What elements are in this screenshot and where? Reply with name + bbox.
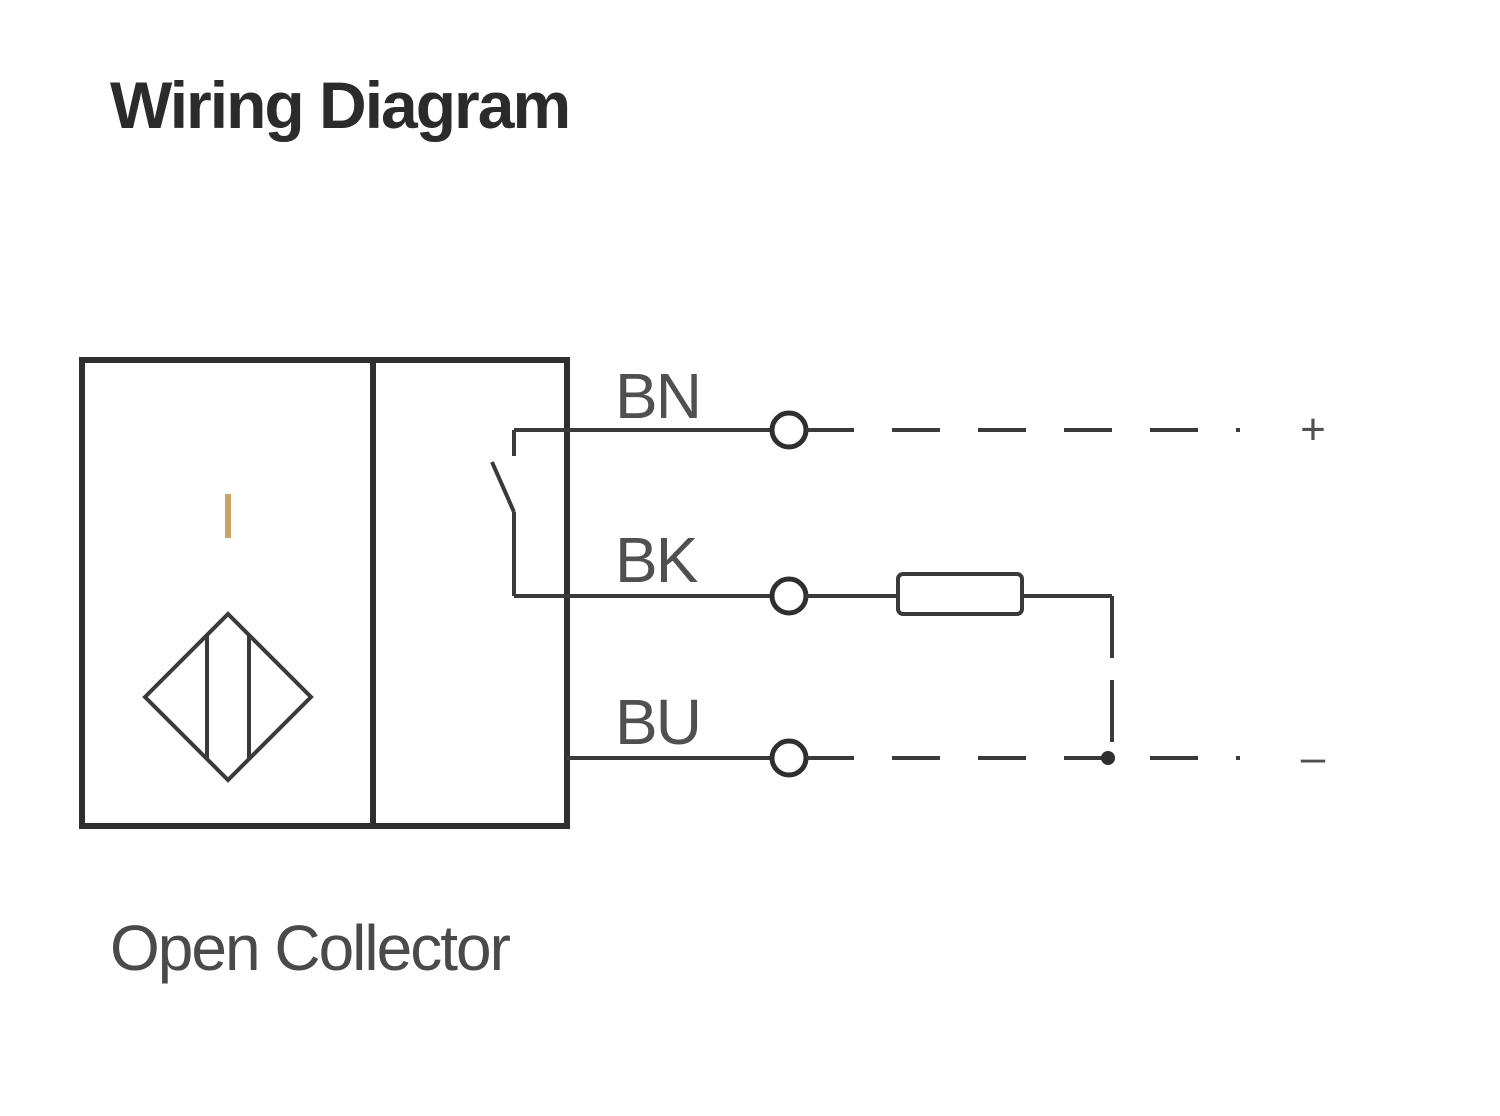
sensor-housing xyxy=(79,357,570,829)
diagram-caption: Open Collector xyxy=(110,912,511,984)
wire-bk: BK xyxy=(567,524,1114,758)
sensor-type-symbol: I xyxy=(219,480,237,552)
polarity-minus: – xyxy=(1301,733,1326,782)
polarity-plus: + xyxy=(1300,405,1326,454)
inductive-sensor-icon xyxy=(142,611,314,783)
wire-bn: BN + xyxy=(567,360,1326,454)
switch-contact-icon xyxy=(490,428,567,598)
load-resistor xyxy=(896,572,1024,616)
wire-label-bk: BK xyxy=(615,524,698,596)
terminal-bn xyxy=(769,410,809,450)
wire-label-bu: BU xyxy=(615,686,700,758)
terminal-bu xyxy=(769,738,809,778)
terminal-bk xyxy=(769,576,809,616)
wire-bu: BU – xyxy=(567,686,1326,782)
junction-dot xyxy=(1101,751,1115,765)
diagram-title: Wiring Diagram xyxy=(110,68,571,142)
wire-label-bn: BN xyxy=(615,360,700,432)
